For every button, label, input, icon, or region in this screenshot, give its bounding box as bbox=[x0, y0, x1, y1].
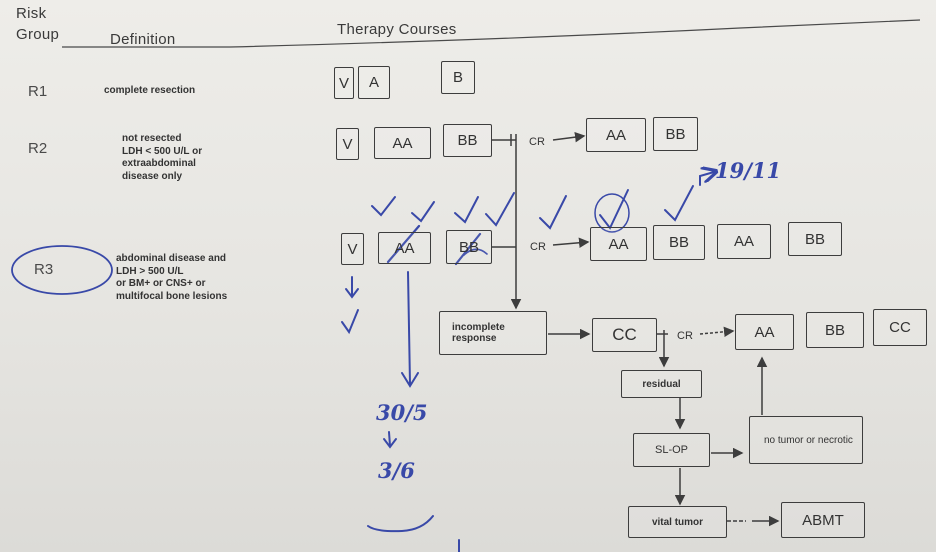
risk-group-r2: R2 bbox=[28, 140, 48, 157]
risk-group-r3: R3 bbox=[34, 261, 54, 278]
r3-after-cr-bb-1: BB bbox=[653, 225, 705, 260]
after-cc-bb: BB bbox=[806, 312, 864, 348]
after-cc-cc: CC bbox=[873, 309, 927, 346]
r2-course-bb: BB bbox=[443, 124, 492, 157]
r2-cr-label: CR bbox=[529, 136, 545, 148]
r3-after-cr-aa-2: AA bbox=[717, 224, 771, 259]
r3-course-v: V bbox=[341, 233, 364, 265]
vital-tumor-box: vital tumor bbox=[628, 506, 727, 538]
no-tumor-box: no tumor or necrotic bbox=[749, 416, 863, 464]
residual-box: residual bbox=[621, 370, 702, 398]
r3-course-bb: BB bbox=[446, 230, 492, 264]
definition-r2: not resected LDH < 500 U/L or extraabdom… bbox=[122, 133, 203, 182]
abmt-box: ABMT bbox=[781, 502, 865, 538]
r3-after-cr-bb-2: BB bbox=[788, 222, 842, 256]
handwritten-date-30-5: 30/5 bbox=[376, 400, 428, 425]
after-cc-aa: AA bbox=[735, 314, 794, 350]
cc-box: CC bbox=[592, 318, 657, 352]
header-therapy-courses: Therapy Courses bbox=[337, 21, 457, 38]
r2-after-cr-aa: AA bbox=[586, 118, 646, 152]
header-group: Group bbox=[16, 26, 60, 43]
header-underline bbox=[62, 19, 921, 48]
cc-cr-label: CR bbox=[677, 330, 693, 342]
r3-course-aa: AA bbox=[378, 232, 431, 264]
sl-op-box: SL-OP bbox=[633, 433, 710, 467]
r1-course-a: A bbox=[358, 66, 390, 99]
header-risk: Risk bbox=[16, 5, 47, 22]
r2-course-v: V bbox=[336, 128, 359, 160]
r3-cr-label: CR bbox=[530, 241, 546, 253]
handwritten-date-19-11: 19/11 bbox=[715, 158, 782, 183]
incomplete-response-box: incomplete response bbox=[439, 311, 547, 355]
handwritten-date-3-6: 3/6 bbox=[378, 458, 415, 483]
r3-after-cr-aa-1: AA bbox=[590, 227, 647, 261]
risk-group-r1: R1 bbox=[28, 83, 48, 100]
r2-course-aa: AA bbox=[374, 127, 431, 159]
definition-r1: complete resection bbox=[104, 85, 196, 96]
definition-r3: abdominal disease and LDH > 500 U/L or B… bbox=[116, 253, 228, 302]
r1-course-v: V bbox=[334, 67, 354, 99]
r1-course-b: B bbox=[441, 61, 475, 94]
r2-after-cr-bb: BB bbox=[653, 117, 698, 151]
r3-circle bbox=[11, 245, 113, 295]
header-definition: Definition bbox=[110, 31, 176, 48]
